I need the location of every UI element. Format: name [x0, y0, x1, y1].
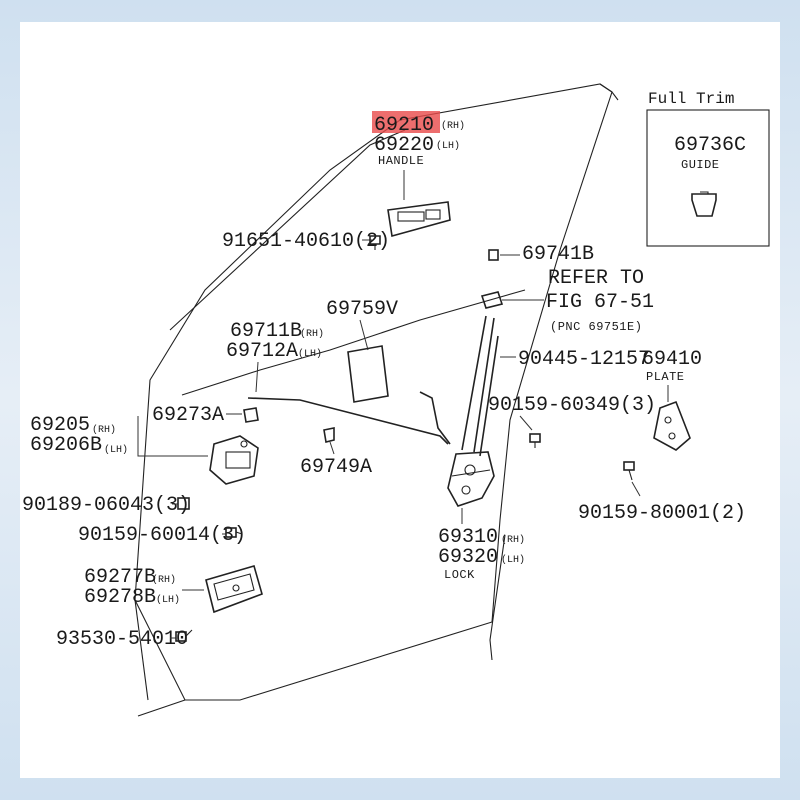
handle-rh-side: (RH) [441, 120, 465, 132]
guide-icon [691, 191, 717, 217]
screw-90445-label: 90445-12157 [518, 348, 650, 371]
plate-number: 69410 [642, 348, 702, 371]
plate-name: PLATE [646, 370, 685, 384]
screw-icon [369, 235, 381, 250]
clip-69741b-label: 69741B [522, 243, 594, 266]
lock-name: LOCK [444, 568, 475, 582]
rod-lh-number: 69712A [226, 340, 298, 363]
handle-rh-number: 69210 [374, 114, 434, 137]
door-outline [134, 83, 619, 717]
nut-90189-label: 90189-06043(3) [22, 494, 190, 517]
inner-handle-rh-side: (RH) [152, 574, 176, 586]
handle-screw-label: 91651-40610(2) [222, 230, 390, 253]
plate-screw-icon [623, 461, 635, 481]
refer-line3: (PNC 69751E) [550, 320, 642, 334]
highlight-box [372, 111, 440, 133]
handle-lh-side: (LH) [436, 140, 460, 152]
lock-rh-side: (RH) [501, 534, 525, 546]
lock-lh-number: 69320 [438, 546, 498, 569]
rod-lh-side: (LH) [298, 348, 322, 360]
lock-rh-number: 69310 [438, 526, 498, 549]
bracket-rh-number: 69205 [30, 414, 90, 437]
door-lock-icon [447, 451, 495, 507]
clip-69273a-label: 69273A [152, 404, 224, 427]
bracket-icon [209, 435, 259, 485]
full-trim-inset: Full Trim 69736C GUIDE [646, 90, 770, 247]
lock-screw-icon [529, 433, 541, 448]
lock-rods-icon [461, 315, 499, 457]
striker-plate-icon [653, 400, 691, 451]
bracket-rh-side: (RH) [92, 424, 116, 436]
clip-69741b-icon [488, 249, 499, 261]
inset-title: Full Trim [648, 90, 734, 108]
inside-handle-icon [205, 565, 263, 614]
bracket-screw-icon [225, 527, 243, 538]
clip-69749a-icon [323, 427, 335, 443]
screw-90159-60014-label: 90159-60014(3) [78, 524, 246, 547]
nut-icon [177, 497, 190, 510]
inner-handle-lh-side: (LH) [156, 594, 180, 606]
rod-icon [247, 391, 451, 445]
clip-69749a-label: 69749A [300, 456, 372, 479]
screw-93530-label: 93530-54010 [56, 628, 188, 651]
inner-handle-rh-number: 69277B [84, 566, 156, 589]
diagram-sheet [20, 22, 780, 778]
handle-name: HANDLE [378, 154, 424, 168]
pad-icon [347, 345, 389, 403]
bracket-lh-side: (LH) [104, 444, 128, 456]
rod-rh-side: (RH) [300, 328, 324, 340]
grommet-icon [480, 291, 504, 309]
bracket-lh-number: 69206B [30, 434, 102, 457]
handle-lh-number: 69220 [374, 134, 434, 157]
rod-clip-icon [243, 407, 259, 423]
pad-label: 69759V [326, 298, 398, 321]
refer-line1: REFER TO [548, 267, 644, 290]
inner-handle-lh-number: 69278B [84, 586, 156, 609]
handle-screw-icon [175, 629, 193, 642]
inset-part-number: 69736C [674, 134, 746, 157]
inset-part-name: GUIDE [681, 158, 720, 172]
screw-90159-80001-label: 90159-80001(2) [578, 502, 746, 525]
outside-handle-icon [387, 201, 451, 238]
rod-rh-number: 69711B [230, 320, 302, 343]
refer-line2: FIG 67-51 [546, 291, 654, 314]
lock-lh-side: (LH) [501, 554, 525, 566]
screw-90159-60349-label: 90159-60349(3) [488, 394, 656, 417]
